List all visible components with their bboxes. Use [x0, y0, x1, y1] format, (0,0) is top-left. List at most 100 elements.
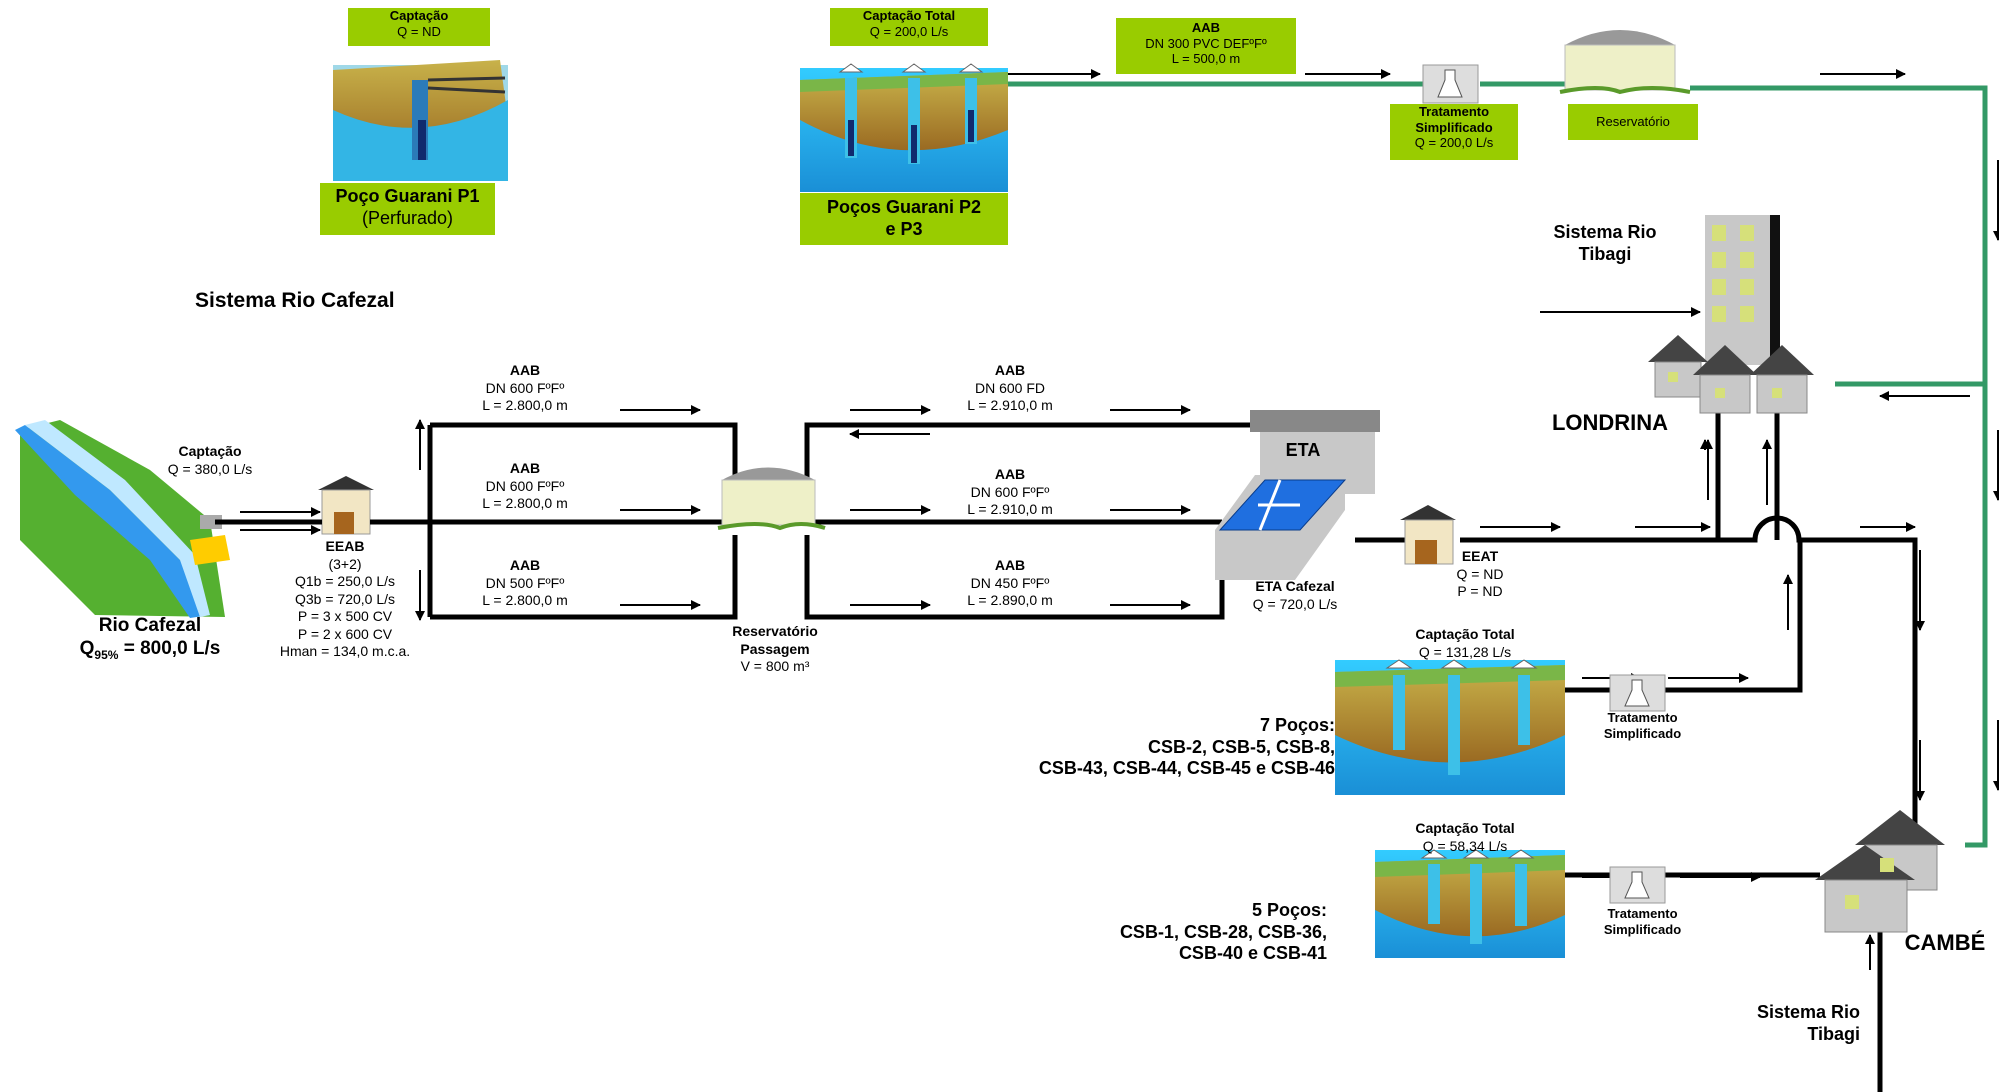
- p1-name-box: Poço Guarani P1 (Perfurado): [320, 183, 495, 235]
- pocos5-captacao-q: Q = 58,34 L/s: [1422, 837, 1508, 854]
- p23-captacao-q: Q = 200,0 L/s: [869, 23, 949, 39]
- treatment-flask-5-wells: [1609, 866, 1666, 904]
- aab-left-3-dn: DN 500 FºFº: [485, 574, 565, 591]
- p1-sub: (Perfurado): [361, 207, 454, 228]
- pocos7-line-3: CSB-43, CSB-44, CSB-45 e CSB-46: [1038, 758, 1335, 779]
- sistema-tibagi-top: Sistema Rio Tibagi: [1535, 222, 1675, 265]
- eeab-station-icon: [318, 476, 374, 535]
- sistema-tibagi-bottom-line1: Sistema Rio: [1756, 1002, 1860, 1022]
- aab-left-1-title: AAB: [509, 362, 541, 378]
- guarani-tratamento-title: Tratamento Simplificado: [1415, 104, 1493, 135]
- wells-5-illustration: [1375, 849, 1565, 958]
- rio-captacao-title: Captação: [178, 443, 242, 459]
- sistema-tibagi-bottom: Sistema Rio Tibagi: [1720, 1002, 1860, 1045]
- p1-name: Poço Guarani P1: [335, 186, 480, 206]
- rio-cafezal-illustration: [15, 420, 230, 618]
- cambe-city-icon: [1815, 810, 1945, 933]
- aab-right-2-label: AAB DN 600 FºFº L = 2.910,0 m: [940, 466, 1080, 519]
- eeab-line-2: Q1b = 250,0 L/s: [294, 573, 396, 589]
- sistema-tibagi-top-line2: Tibagi: [1578, 243, 1632, 264]
- guarani-aab-box: AAB DN 300 PVC DEFºFº L = 500,0 m: [1116, 18, 1296, 74]
- aab-right-1-l: L = 2.910,0 m: [967, 397, 1053, 413]
- pocos5-line-3: CSB-40 e CSB-41: [1178, 943, 1327, 964]
- sistema-cafezal-title: Sistema Rio Cafezal: [195, 289, 395, 312]
- eeat-station-icon: [1400, 505, 1456, 565]
- aab-left-3-title: AAB: [509, 557, 541, 573]
- sistema-tibagi-bottom-line2: Tibagi: [1807, 1023, 1860, 1044]
- eeab-line-6: Hman = 134,0 m.c.a.: [279, 643, 411, 659]
- pocos5-line-1: 5 Poços:: [1251, 900, 1327, 920]
- wells-p2-p3-illustration: [800, 63, 1008, 192]
- guarani-reservatorio-box: Reservatório: [1568, 104, 1698, 140]
- pocos5-tratamento-label: Tratamento Simplificado: [1585, 906, 1700, 939]
- reservoir-top-illustration: [1559, 30, 1691, 95]
- guarani-aab-title: AAB: [1191, 20, 1221, 35]
- rio-q95-sub: 95%: [94, 647, 119, 662]
- aab-right-2-l: L = 2.910,0 m: [967, 501, 1053, 517]
- pocos5-captacao-title: Captação Total: [1415, 820, 1515, 836]
- londrina-label: LONDRINA: [1551, 410, 1669, 435]
- well-p1-illustration: [333, 60, 508, 181]
- rio-captacao-q: Q = 380,0 L/s: [167, 460, 253, 477]
- treatment-flask-top: [1422, 64, 1479, 104]
- guarani-aab-dn: DN 300 PVC DEFºFº: [1145, 35, 1267, 51]
- guarani-tratamento-q: Q = 200,0 L/s: [1414, 135, 1494, 151]
- aab-left-2-label: AAB DN 600 FºFº L = 2.800,0 m: [455, 460, 595, 513]
- p23-captacao-title: Captação Total: [862, 8, 956, 23]
- p1-captacao-q: Q = ND: [397, 23, 441, 39]
- aab-left-2-l: L = 2.800,0 m: [482, 495, 568, 511]
- sistema-tibagi-top-line1: Sistema Rio: [1553, 222, 1657, 242]
- aab-right-3-title: AAB: [994, 557, 1026, 573]
- cambe-label: CAMBÉ: [1904, 930, 1986, 955]
- eeat-p: P = ND: [1457, 583, 1503, 599]
- eeab-line-5: P = 2 x 600 CV: [297, 625, 393, 642]
- eeat-title: EEAT: [1461, 548, 1499, 564]
- guarani-reservatorio-label: Reservatório: [1596, 114, 1670, 129]
- aab-right-1-label: AAB DN 600 FD L = 2.910,0 m: [940, 362, 1080, 415]
- pocos5-line-2: CSB-1, CSB-28, CSB-36,: [1119, 921, 1327, 942]
- rio-q95-value: = 800,0 L/s: [118, 638, 221, 659]
- eeab-label: EEAB (3+2) Q1b = 250,0 L/s Q3b = 720,0 L…: [270, 538, 420, 661]
- pocos7-list: 7 Poços: CSB-2, CSB-5, CSB-8, CSB-43, CS…: [960, 715, 1335, 780]
- eeab-title: EEAB: [325, 538, 365, 554]
- pocos7-line-2: CSB-2, CSB-5, CSB-8,: [1147, 736, 1335, 757]
- eeab-line-3: Q3b = 720,0 L/s: [294, 590, 396, 607]
- pipeline-arrows: [240, 307, 1925, 970]
- reservoir-passagem-icon: [717, 467, 826, 531]
- aab-left-2-dn: DN 600 FºFº: [485, 477, 565, 494]
- pocos7-captacao-label: Captação Total Q = 131,28 L/s: [1395, 626, 1535, 661]
- aab-right-2-dn: DN 600 FºFº: [970, 483, 1050, 500]
- aab-left-2-title: AAB: [509, 460, 541, 476]
- eta-name: ETA Cafezal: [1255, 578, 1335, 594]
- pocos7-captacao-title: Captação Total: [1415, 626, 1515, 642]
- rio-q95-label: Q: [79, 638, 95, 659]
- rio-cafezal-name: Rio Cafezal: [98, 615, 202, 636]
- eeat-label: EEAT Q = ND P = ND: [1440, 548, 1520, 601]
- p23-name-box: Poços Guarani P2 e P3: [800, 193, 1008, 245]
- eta-building-icon: [1215, 410, 1380, 580]
- rio-captacao-label: Captação Q = 380,0 L/s: [160, 443, 260, 478]
- aab-right-3-l: L = 2.890,0 m: [967, 592, 1053, 608]
- aab-left-1-l: L = 2.800,0 m: [482, 397, 568, 413]
- p23-name: Poços Guarani P2 e P3: [826, 197, 982, 239]
- green-pipeline: [1008, 81, 1988, 848]
- aab-right-3-label: AAB DN 450 FºFº L = 2.890,0 m: [940, 557, 1080, 610]
- reservatorio-passagem-label: Reservatório Passagem V = 800 m³: [715, 623, 835, 676]
- p1-captacao-box: Captação Q = ND: [348, 8, 490, 46]
- aab-left-3-label: AAB DN 500 FºFº L = 2.800,0 m: [455, 557, 595, 610]
- rio-q95: Q95% = 800,0 L/s: [60, 638, 240, 662]
- eeab-line-1: (3+2): [328, 555, 362, 572]
- pocos7-tratamento-label: Tratamento Simplificado: [1585, 710, 1700, 743]
- reservatorio-passagem-v: V = 800 m³: [740, 658, 810, 674]
- aab-right-3-dn: DN 450 FºFº: [970, 574, 1050, 591]
- pocos5-tratamento: Tratamento Simplificado: [1603, 906, 1682, 938]
- londrina-city-icon: [1648, 215, 1814, 414]
- wells-7-illustration: [1335, 659, 1565, 795]
- pocos7-captacao-q: Q = 131,28 L/s: [1418, 643, 1512, 660]
- guarani-aab-l: L = 500,0 m: [1171, 51, 1241, 67]
- reservatorio-passagem-title1: Reservatório: [732, 623, 818, 639]
- aab-left-1-label: AAB DN 600 FºFº L = 2.800,0 m: [455, 362, 595, 415]
- eeat-q: Q = ND: [1456, 565, 1504, 582]
- eta-label: ETA Cafezal Q = 720,0 L/s: [1225, 578, 1365, 613]
